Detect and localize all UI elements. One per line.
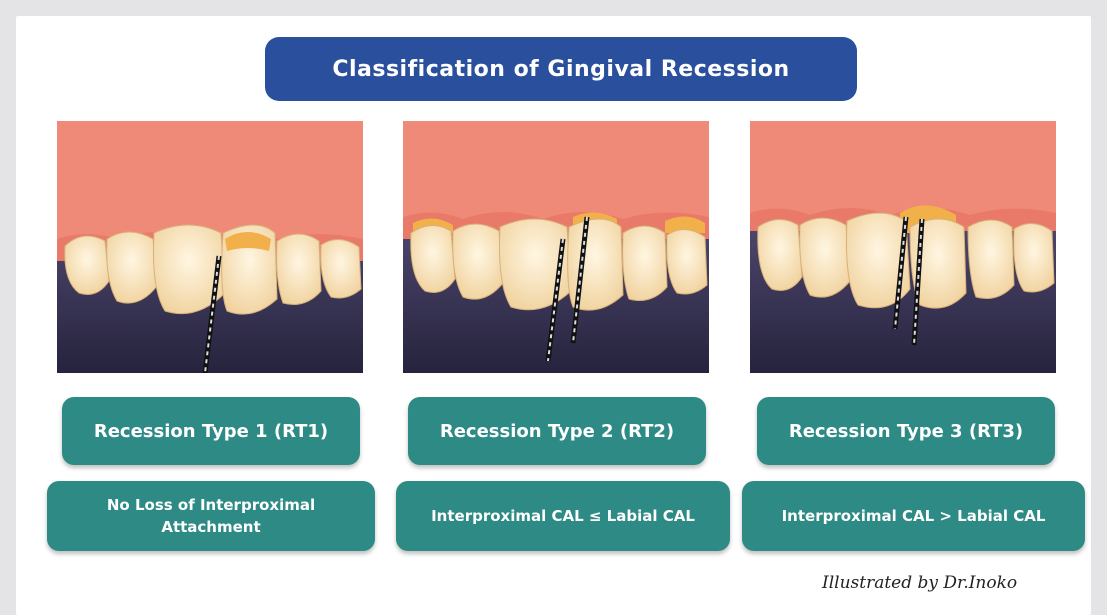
illustration-rt3 xyxy=(750,121,1056,373)
type-label-rt1: Recession Type 1 (RT1) xyxy=(62,397,360,465)
type-label-rt3: Recession Type 3 (RT3) xyxy=(757,397,1055,465)
description-rt1: No Loss of Interproximal Attachment xyxy=(47,481,375,551)
description-rt2: Interproximal CAL ≤ Labial CAL xyxy=(396,481,730,551)
illustration-rt2 xyxy=(403,121,709,373)
figure-title: Classification of Gingival Recession xyxy=(265,37,857,101)
illustration-rt1 xyxy=(57,121,363,373)
type-label-rt2: Recession Type 2 (RT2) xyxy=(408,397,706,465)
illustrator-credit: Illustrated by Dr.Inoko xyxy=(822,573,1017,593)
description-rt3: Interproximal CAL > Labial CAL xyxy=(742,481,1085,551)
